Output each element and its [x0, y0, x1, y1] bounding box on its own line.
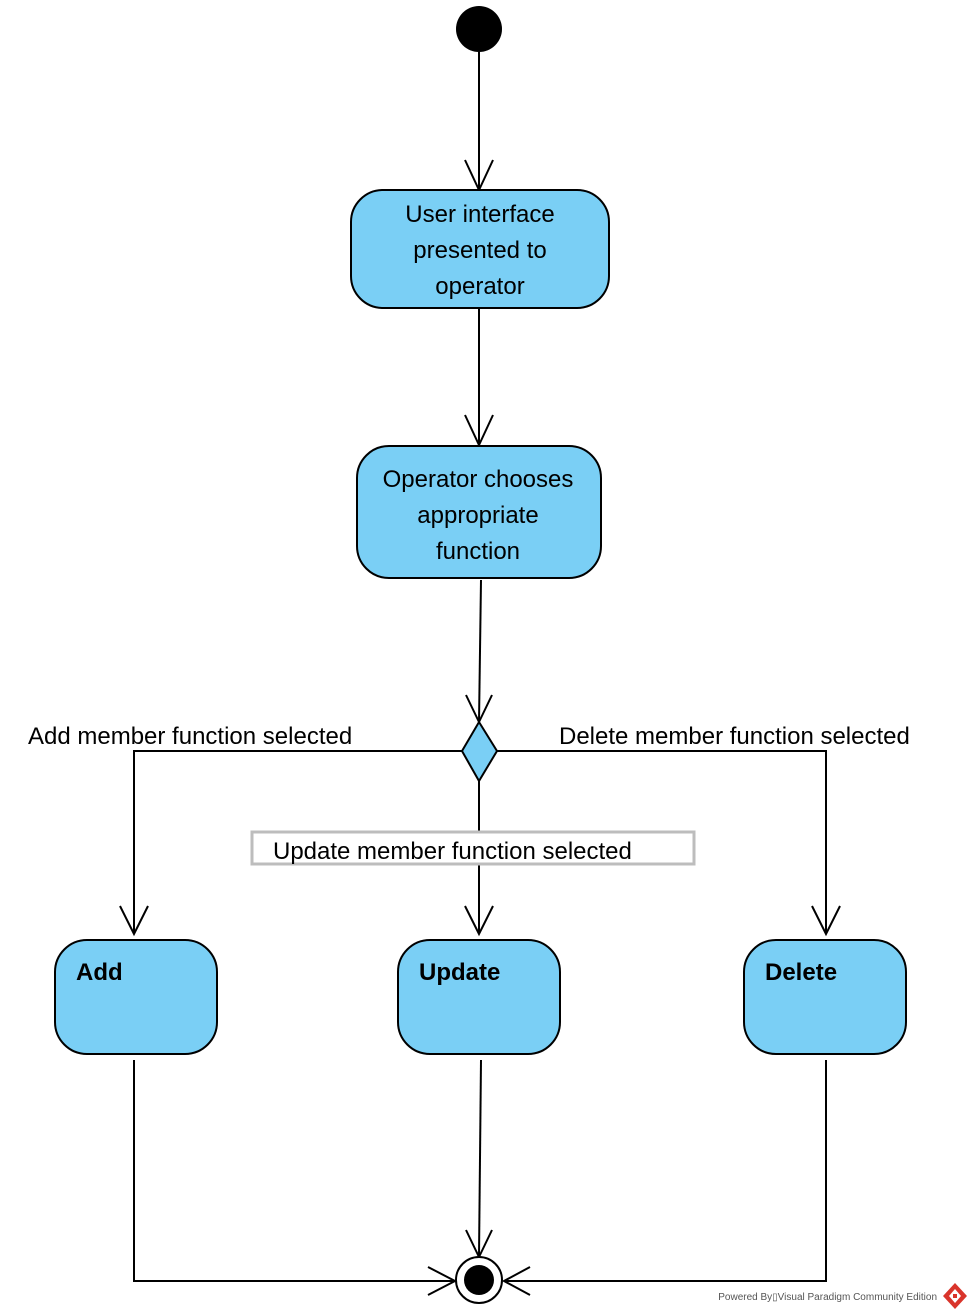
action-operator-chooses-line-3: function [436, 538, 520, 565]
powered-by-text: Powered By▯Visual Paradigm Community Edi… [718, 1292, 937, 1303]
action-delete: Delete [743, 939, 907, 1055]
visual-paradigm-logo-icon [943, 1283, 967, 1309]
action-add-title: Add [76, 959, 123, 986]
flow-delete-to-end [504, 1060, 827, 1282]
arrowhead-delete [811, 905, 841, 937]
label-update-member-selected-box: Update member function selected [250, 830, 696, 866]
action-ui-presented-line-1: User interface [405, 201, 554, 228]
action-ui-presented-line-3: operator [435, 273, 524, 300]
label-add-member-selected: Add member function selected [28, 723, 352, 750]
flow-add-to-end [133, 1060, 454, 1282]
flow-operator-to-decision [478, 579, 482, 723]
arrowhead-add [119, 905, 149, 937]
arrowhead-update [464, 905, 494, 937]
action-ui-presented-line-2: presented to [413, 237, 546, 264]
flow-update-to-end [478, 1059, 482, 1257]
final-node [455, 1256, 503, 1304]
flow-decision-to-add [133, 750, 462, 934]
label-update-member-selected: Update member function selected [273, 838, 632, 865]
initial-node [456, 6, 502, 52]
action-operator-chooses-line-2: appropriate [417, 502, 538, 529]
action-ui-presented: User interface presented to operator [350, 189, 610, 309]
action-operator-chooses-line-1: Operator chooses [383, 466, 574, 493]
action-operator-chooses: Operator chooses appropriate function [356, 445, 602, 579]
control-flows [119, 52, 841, 1296]
arrowhead-end-left [427, 1266, 458, 1296]
action-update-title: Update [419, 959, 500, 986]
action-update: Update [397, 939, 561, 1055]
arrowhead-end-right [501, 1266, 531, 1296]
action-delete-title: Delete [765, 959, 837, 986]
flow-decision-to-delete [497, 750, 827, 934]
label-delete-member-selected: Delete member function selected [559, 723, 910, 750]
action-add: Add [54, 939, 218, 1055]
decision-node [460, 720, 499, 783]
